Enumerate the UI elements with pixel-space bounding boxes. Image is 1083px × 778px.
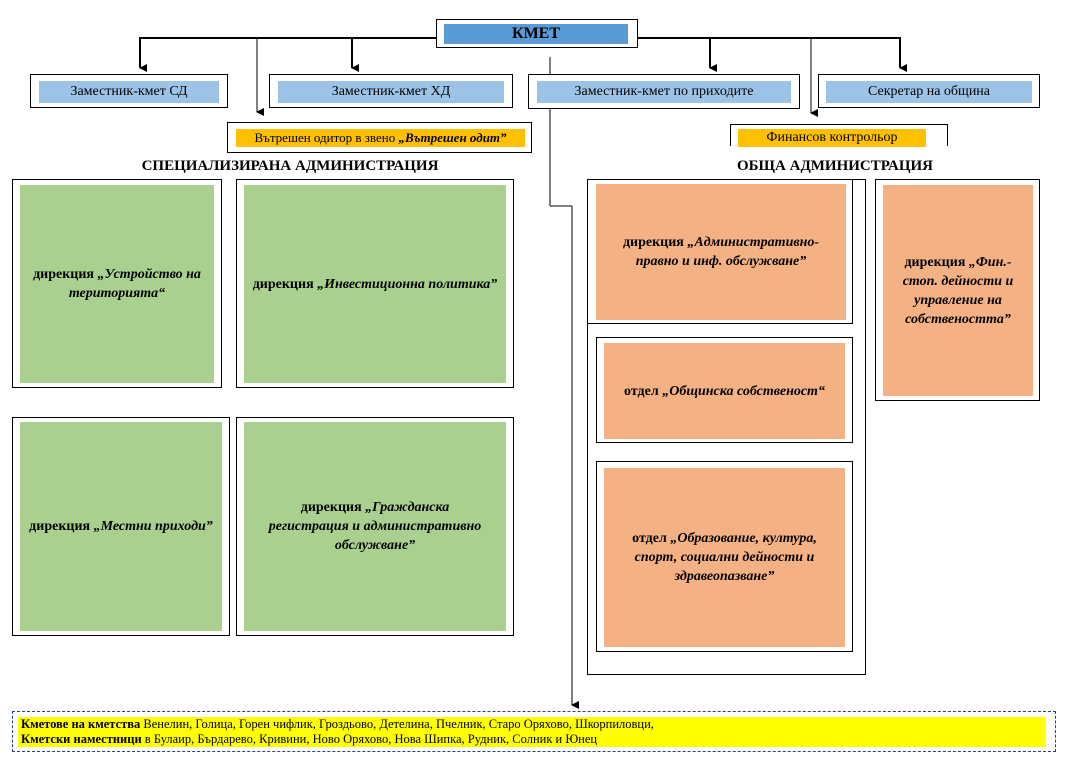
- internal-auditor-label: Вътрешен одитор в звено „Вътрешен одит”: [236, 129, 525, 147]
- directorate-finance-property: дирекция „Фин.-стоп. дейности и управлен…: [875, 179, 1040, 401]
- directorate-local-revenue: дирекция „Местни приходи”: [12, 417, 230, 636]
- general-admin-heading: ОБЩА АДМИНИСТРАЦИЯ: [736, 158, 934, 174]
- financial-controller-label: Финансов контрольор: [738, 129, 926, 147]
- directorate-spatial-planning: дирекция „Устройство на територията“: [12, 179, 222, 388]
- department-education-culture: отдел „Образование, култура, спорт, соци…: [596, 461, 853, 652]
- deputy-revenue-label: Заместник-кмет по приходите: [537, 81, 791, 103]
- internal-auditor-title: „Вътрешен одит”: [398, 130, 507, 145]
- directorate-spatial-planning-label: дирекция „Устройство на територията“: [20, 185, 214, 383]
- mayor-box: КМЕТ: [436, 19, 638, 48]
- directorate-local-revenue-label: дирекция „Местни приходи”: [20, 422, 222, 631]
- deputy-hd-box: Заместник-кмет ХД: [269, 74, 513, 108]
- mayoral-deputies-line: Кметски наместници в Булаир, Бърдарево, …: [21, 732, 598, 746]
- directorate-investment-policy: дирекция „Инвестиционна политика”: [236, 179, 514, 388]
- secretary-box: Секретар на община: [818, 74, 1040, 108]
- deputy-sd-box: Заместник-кмет СД: [30, 74, 228, 108]
- department-municipal-property-label: отдел „Общинска собственост“: [604, 343, 845, 439]
- directorate-legal-info-label: дирекция „Административно-правно и инф. …: [596, 184, 846, 320]
- internal-auditor-box: Вътрешен одитор в звено „Вътрешен одит”: [227, 122, 532, 153]
- deputy-revenue-box: Заместник-кмет по приходите: [528, 74, 800, 109]
- village-mayors-box: Кметове на кметства Венелин, Голица, Гор…: [12, 711, 1056, 752]
- specialized-admin-heading: СПЕЦИАЛИЗИРАНА АДМИНИСТРАЦИЯ: [141, 158, 439, 174]
- deputy-sd-label: Заместник-кмет СД: [39, 81, 219, 103]
- secretary-label: Секретар на община: [826, 81, 1032, 103]
- internal-auditor-prefix: Вътрешен одитор в звено: [254, 130, 399, 145]
- mayor-label: КМЕТ: [444, 24, 628, 44]
- directorate-legal-info: дирекция „Административно-правно и инф. …: [587, 179, 853, 324]
- department-education-culture-label: отдел „Образование, култура, спорт, соци…: [604, 468, 845, 647]
- directorate-investment-policy-label: дирекция „Инвестиционна политика”: [244, 185, 506, 383]
- village-mayors-highlight: Кметове на кметства Венелин, Голица, Гор…: [18, 717, 1046, 747]
- village-mayors-line: Кметове на кметства Венелин, Голица, Гор…: [21, 717, 654, 731]
- directorate-civil-registration: дирекция „Гражданска регистрация и админ…: [236, 417, 514, 636]
- financial-controller-box: Финансов контрольор: [730, 124, 948, 147]
- directorate-finance-property-label: дирекция „Фин.-стоп. дейности и управлен…: [883, 185, 1033, 396]
- department-municipal-property: отдел „Общинска собственост“: [596, 337, 853, 443]
- deputy-hd-label: Заместник-кмет ХД: [278, 81, 504, 103]
- directorate-civil-registration-label: дирекция „Гражданска регистрация и админ…: [244, 422, 506, 631]
